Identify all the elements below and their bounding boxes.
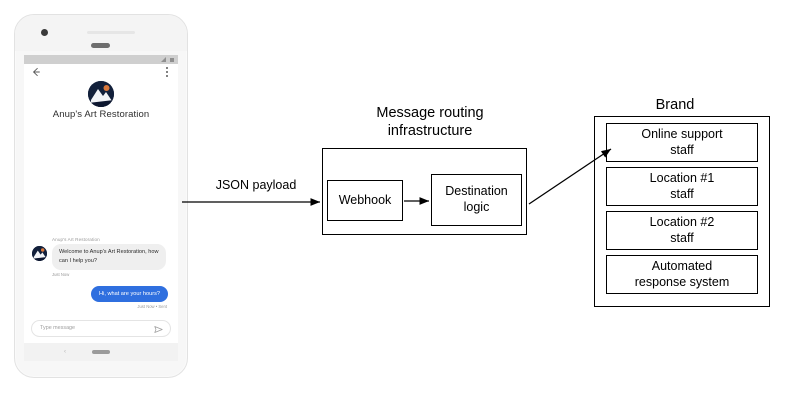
edge-label-json-payload: JSON payload <box>215 178 297 192</box>
home-indicator[interactable] <box>92 350 110 354</box>
battery-icon <box>170 57 174 62</box>
android-nav-bar: ‹ <box>24 343 178 361</box>
front-camera-icon <box>41 29 48 36</box>
back-arrow-icon[interactable] <box>31 67 41 77</box>
nav-back-icon[interactable]: ‹ <box>64 349 66 355</box>
node-destination-logic[interactable]: Destination logic <box>431 174 522 226</box>
phone-top-bezel <box>15 15 187 51</box>
phone-screen: Anup's Art Restoration Anup's Art Restor… <box>24 55 178 343</box>
message-bubble-user: Hi, what are your hours? <box>91 285 168 302</box>
brand-container <box>594 116 770 307</box>
avatar <box>88 81 114 107</box>
status-bar <box>24 55 178 64</box>
node-automated-response-system[interactable]: Automated response system <box>606 255 758 294</box>
avatar <box>32 246 47 262</box>
send-icon[interactable] <box>154 325 163 334</box>
message-timestamp: Just Now <box>52 271 70 277</box>
phone-mockup: Anup's Art Restoration Anup's Art Restor… <box>14 14 188 378</box>
speaker-grill <box>91 43 110 48</box>
signal-icon <box>161 57 166 62</box>
node-webhook[interactable]: Webhook <box>327 180 403 221</box>
message-composer[interactable]: Type message <box>31 320 171 337</box>
list-item: Hi, what are your hours? <box>24 282 178 302</box>
app-bar <box>24 64 178 80</box>
routing-title: Message routing infrastructure <box>376 105 484 140</box>
node-online-support-staff[interactable]: Online support staff <box>606 123 758 162</box>
routing-container <box>322 148 527 235</box>
page-title: Anup's Art Restoration <box>52 109 150 120</box>
message-input-placeholder[interactable]: Type message <box>40 325 76 331</box>
node-location-1-staff[interactable]: Location #1 staff <box>606 167 758 206</box>
message-bubble-bot: Welcome to Anup's Art Restoration, how c… <box>52 244 166 270</box>
message-sender-label: Anup's Art Restoration <box>52 237 100 243</box>
node-location-2-staff[interactable]: Location #2 staff <box>606 211 758 250</box>
list-item: Welcome to Anup's Art Restoration, how c… <box>24 244 178 270</box>
message-timestamp: Just Now • Sent <box>137 304 167 309</box>
brand-title: Brand <box>655 97 695 113</box>
earpiece-slot <box>87 31 135 34</box>
message-thread: Anup's Art Restoration Welcome to Anup's… <box>24 237 178 309</box>
kebab-menu-icon[interactable] <box>166 67 169 78</box>
